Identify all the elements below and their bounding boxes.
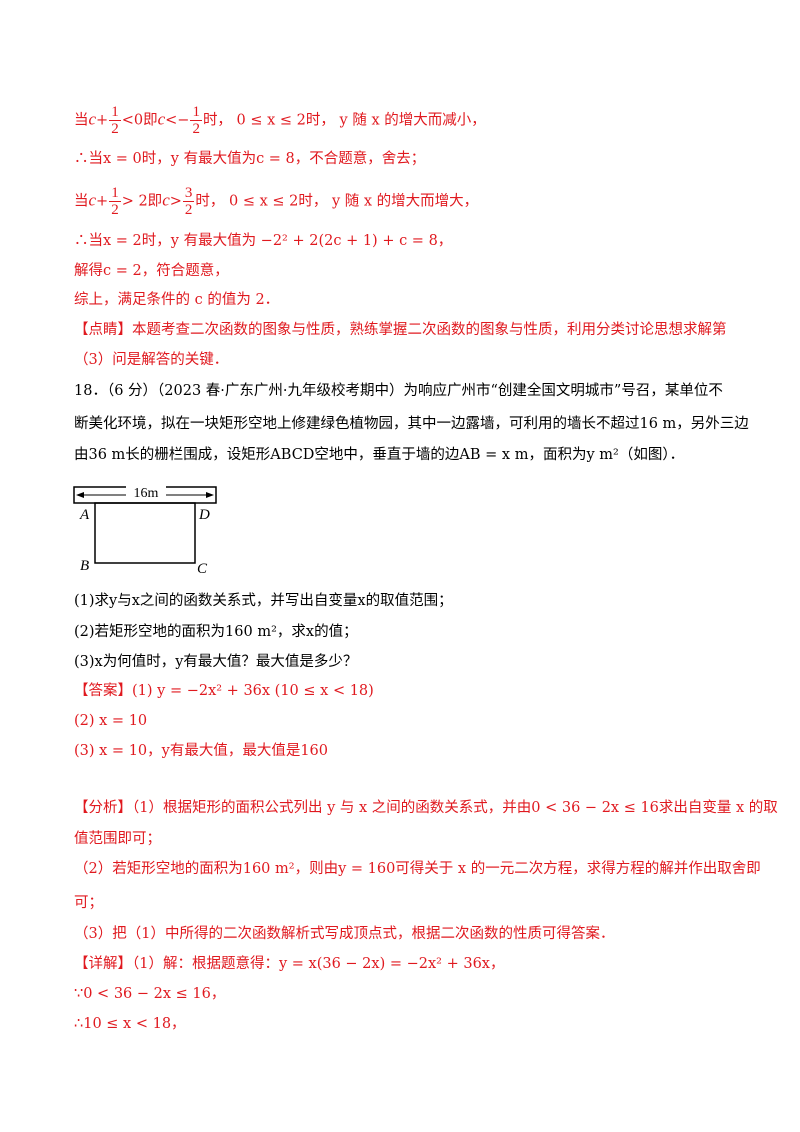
- solution-line: ∴当x = 0时，y 有最大值为c = 8，不合题意，舍去；: [74, 151, 426, 167]
- sub-question: (1)求y与x之间的函数关系式，并写出自变量x的取值范围；: [74, 593, 453, 609]
- solution-line: ∴当x = 2时，y 有最大值为 −2² + 2(2c + 1) + c = 8…: [74, 233, 453, 249]
- sub-question: (2)若矩形空地的面积为160 m²，求x的值；: [74, 624, 358, 640]
- solution-line: 解得c = 2，符合题意，: [74, 263, 229, 279]
- question-text: 18．（6 分）（2023 春·广东广州·九年级校考期中）为响应广州市“创建全国…: [74, 383, 723, 399]
- label-a: A: [79, 507, 90, 523]
- key-point-line: （3）问是解答的关键．: [74, 352, 229, 368]
- label-c: C: [197, 561, 208, 577]
- solution-line: 综上，满足条件的 c 的值为 2．: [74, 292, 280, 308]
- detail-line: ∴10 ≤ x < 18，: [74, 1016, 186, 1032]
- label-b: B: [80, 558, 89, 574]
- rectangle-diagram: 16m A D B C: [73, 486, 217, 577]
- sub-question: (3)x为何值时，y有最大值？最大值是多少？: [74, 654, 358, 670]
- answer-line: 【答案】(1) y = −2x² + 36x (10 ≤ x < 18): [74, 683, 374, 699]
- detail-line: ∵0 < 36 − 2x ≤ 16，: [74, 986, 226, 1002]
- arrow-head-right: [206, 492, 214, 498]
- answer-line: (2) x = 10: [74, 713, 148, 729]
- key-point-line: 【点睛】本题考查二次函数的图象与性质，熟练掌握二次函数的图象与性质，利用分类讨论…: [74, 322, 727, 338]
- question-text: 由36 m长的栅栏围成，设矩形ABCD空地中，垂直于墙的边AB = x m，面积…: [74, 447, 685, 463]
- analysis-line: （3）把（1）中所得的二次函数解析式写成顶点式，根据二次函数的性质可得答案．: [74, 926, 615, 942]
- arrow-head-left: [76, 492, 84, 498]
- analysis-line: 可；: [74, 895, 103, 911]
- analysis-line: 【分析】（1）根据矩形的面积公式列出 y 与 x 之间的函数关系式，并由0 < …: [74, 800, 778, 816]
- answer-tag: 【答案】: [74, 683, 132, 699]
- rectangle-abcd: [94, 502, 196, 564]
- detail-line: 【详解】（1）解：根据题意得：y = x(36 − 2x) = −2x² + 3…: [74, 956, 505, 972]
- label-d: D: [198, 507, 210, 523]
- answer-line: (3) x = 10，y有最大值，最大值是160: [74, 743, 329, 759]
- analysis-line: 值范围即可；: [74, 831, 161, 847]
- analysis-line: （2）若矩形空地的面积为160 m²，则由y = 160可得关于 x 的一元二次…: [74, 861, 761, 877]
- wall-length-label: 16m: [134, 486, 159, 501]
- question-text: 断美化环境，拟在一块矩形空地上修建绿色植物园，其中一边露墙，可利用的墙长不超过1…: [74, 416, 749, 432]
